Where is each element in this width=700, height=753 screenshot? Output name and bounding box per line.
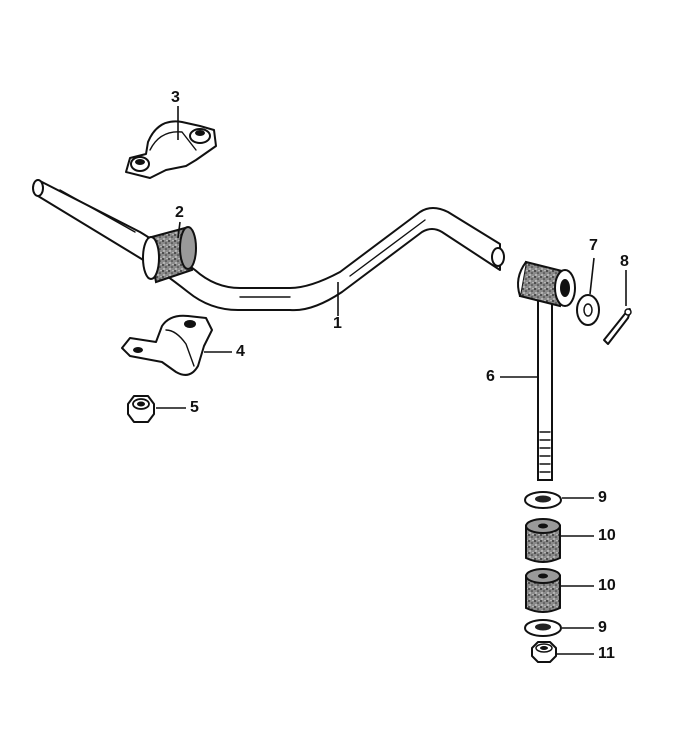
- callout-10-upper: 10: [598, 527, 616, 544]
- callout-6: 6: [486, 368, 495, 385]
- callout-8: 8: [620, 253, 629, 270]
- stabilizer-link: [517, 260, 576, 481]
- leader-lines: [156, 106, 627, 655]
- leader-2: [177, 221, 181, 239]
- callout-9-lower: 9: [598, 619, 607, 636]
- upper-clamp-bracket: [125, 120, 217, 179]
- bar-bushing: [142, 226, 197, 284]
- callout-4: 4: [236, 343, 245, 360]
- lower-clamp-bracket: [121, 314, 213, 376]
- callout-2: 2: [175, 204, 184, 221]
- bracket-nut: [127, 395, 155, 423]
- callout-5: 5: [190, 399, 199, 416]
- rubber-bushing-upper: [525, 518, 561, 563]
- callout-10-lower: 10: [598, 577, 616, 594]
- cup-washer-upper: [524, 491, 562, 509]
- callout-7: 7: [589, 237, 598, 254]
- cup-washer-lower: [524, 619, 562, 637]
- stabilizer-bar: [32, 179, 505, 312]
- callout-1: 1: [333, 315, 342, 332]
- rubber-bushing-lower: [525, 568, 561, 613]
- leader-7: [589, 257, 595, 295]
- callout-3: 3: [171, 89, 180, 106]
- link-nut: [531, 641, 557, 663]
- link-washer: [576, 294, 600, 326]
- callout-9-upper: 9: [598, 489, 607, 506]
- callout-11: 11: [598, 645, 615, 662]
- cotter-pin: [603, 308, 632, 345]
